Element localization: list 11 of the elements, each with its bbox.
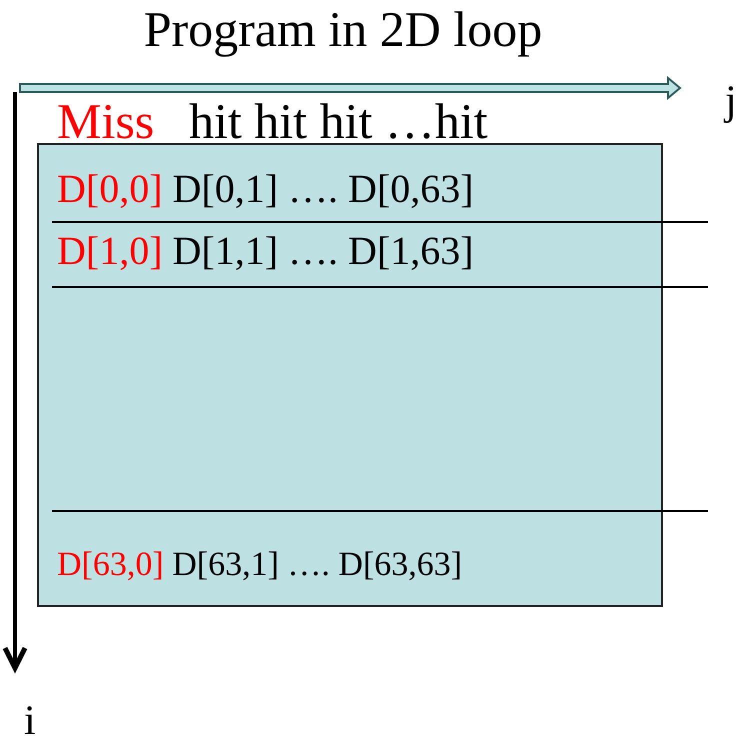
axis-label: j (725, 80, 737, 122)
cell-address: D[63,0] (57, 546, 164, 583)
axis-label: i (24, 700, 36, 742)
cell-address: D[0,0] (57, 166, 163, 211)
cell-addresses: D[63,1] …. D[63,63] (172, 546, 462, 583)
cell-address: D[1,0] (57, 228, 163, 273)
cell-addresses: D[0,1] …. D[0,63] (172, 166, 474, 211)
cell-addresses: D[1,1] …. D[1,63] (172, 228, 474, 273)
miss-label: Miss (57, 96, 154, 146)
memory-block (37, 143, 663, 607)
hit-label: hit hit hit …hit (189, 96, 488, 146)
